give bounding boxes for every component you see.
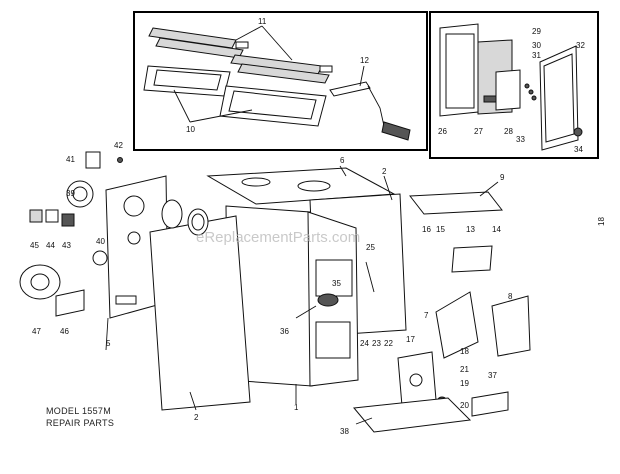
part-label: 44 (46, 241, 55, 250)
part-label: 40 (96, 237, 105, 246)
part-label: 8 (508, 292, 513, 301)
part-label: 19 (460, 379, 469, 388)
grate-frames (143, 65, 327, 127)
grate-bars (148, 27, 333, 84)
leader-lines (105, 25, 499, 425)
part-label: 14 (492, 225, 501, 234)
part-label: 47 (32, 327, 41, 336)
part-label: 30 (532, 41, 541, 50)
right-parts (353, 191, 531, 433)
page-number: 18 (597, 217, 606, 226)
left-parts (19, 151, 123, 317)
part-label: 1 (294, 403, 299, 412)
part-label: 26 (438, 127, 447, 136)
part-label: 37 (488, 371, 497, 380)
part-label: 13 (466, 225, 475, 234)
part-label: 38 (340, 427, 349, 436)
shaker-handle (329, 81, 411, 141)
part-label: 25 (366, 243, 375, 252)
part-label: 5 (106, 339, 111, 348)
model-caption: MODEL 1557M (46, 406, 111, 416)
part-label: 34 (574, 145, 583, 154)
inset-box-grates (133, 11, 428, 151)
part-label: 20 (460, 401, 469, 410)
part-label: 2 (382, 167, 387, 176)
part-labels: 1 2 2 5 6 7 8 9 10 11 12 13 14 15 16 17 … (30, 17, 585, 436)
part-label: 27 (474, 127, 483, 136)
cabinet (105, 167, 407, 411)
part-label: 22 (384, 339, 393, 348)
part-label: 21 (460, 365, 469, 374)
part-label: 29 (532, 27, 541, 36)
part-label: 18 (460, 347, 469, 356)
part-label: 17 (406, 335, 415, 344)
part-label: 6 (340, 156, 345, 165)
part-label: 36 (280, 327, 289, 336)
part-label: 33 (516, 135, 525, 144)
part-label: 12 (360, 56, 369, 65)
part-label: 24 (360, 339, 369, 348)
part-label: 35 (332, 279, 341, 288)
part-label: 9 (500, 173, 505, 182)
watermark-text: eReplacementParts.com (196, 229, 360, 246)
part-label: 15 (436, 225, 445, 234)
part-label: 43 (62, 241, 71, 250)
part-label: 31 (532, 51, 541, 60)
part-label: 2 (194, 413, 199, 422)
part-label: 28 (504, 127, 513, 136)
part-label: 39 (66, 189, 75, 198)
part-label: 10 (186, 125, 195, 134)
part-label: 7 (424, 311, 429, 320)
part-label: 23 (372, 339, 381, 348)
part-label: 16 (422, 225, 431, 234)
part-label: 45 (30, 241, 39, 250)
part-label: 46 (60, 327, 69, 336)
part-label: 11 (258, 17, 267, 26)
part-label: 42 (114, 141, 123, 150)
repair-parts-caption: REPAIR PARTS (46, 418, 114, 428)
inset-box-door (429, 11, 599, 159)
part-label: 41 (66, 155, 75, 164)
part-label: 32 (576, 41, 585, 50)
door-assembly (439, 23, 583, 151)
